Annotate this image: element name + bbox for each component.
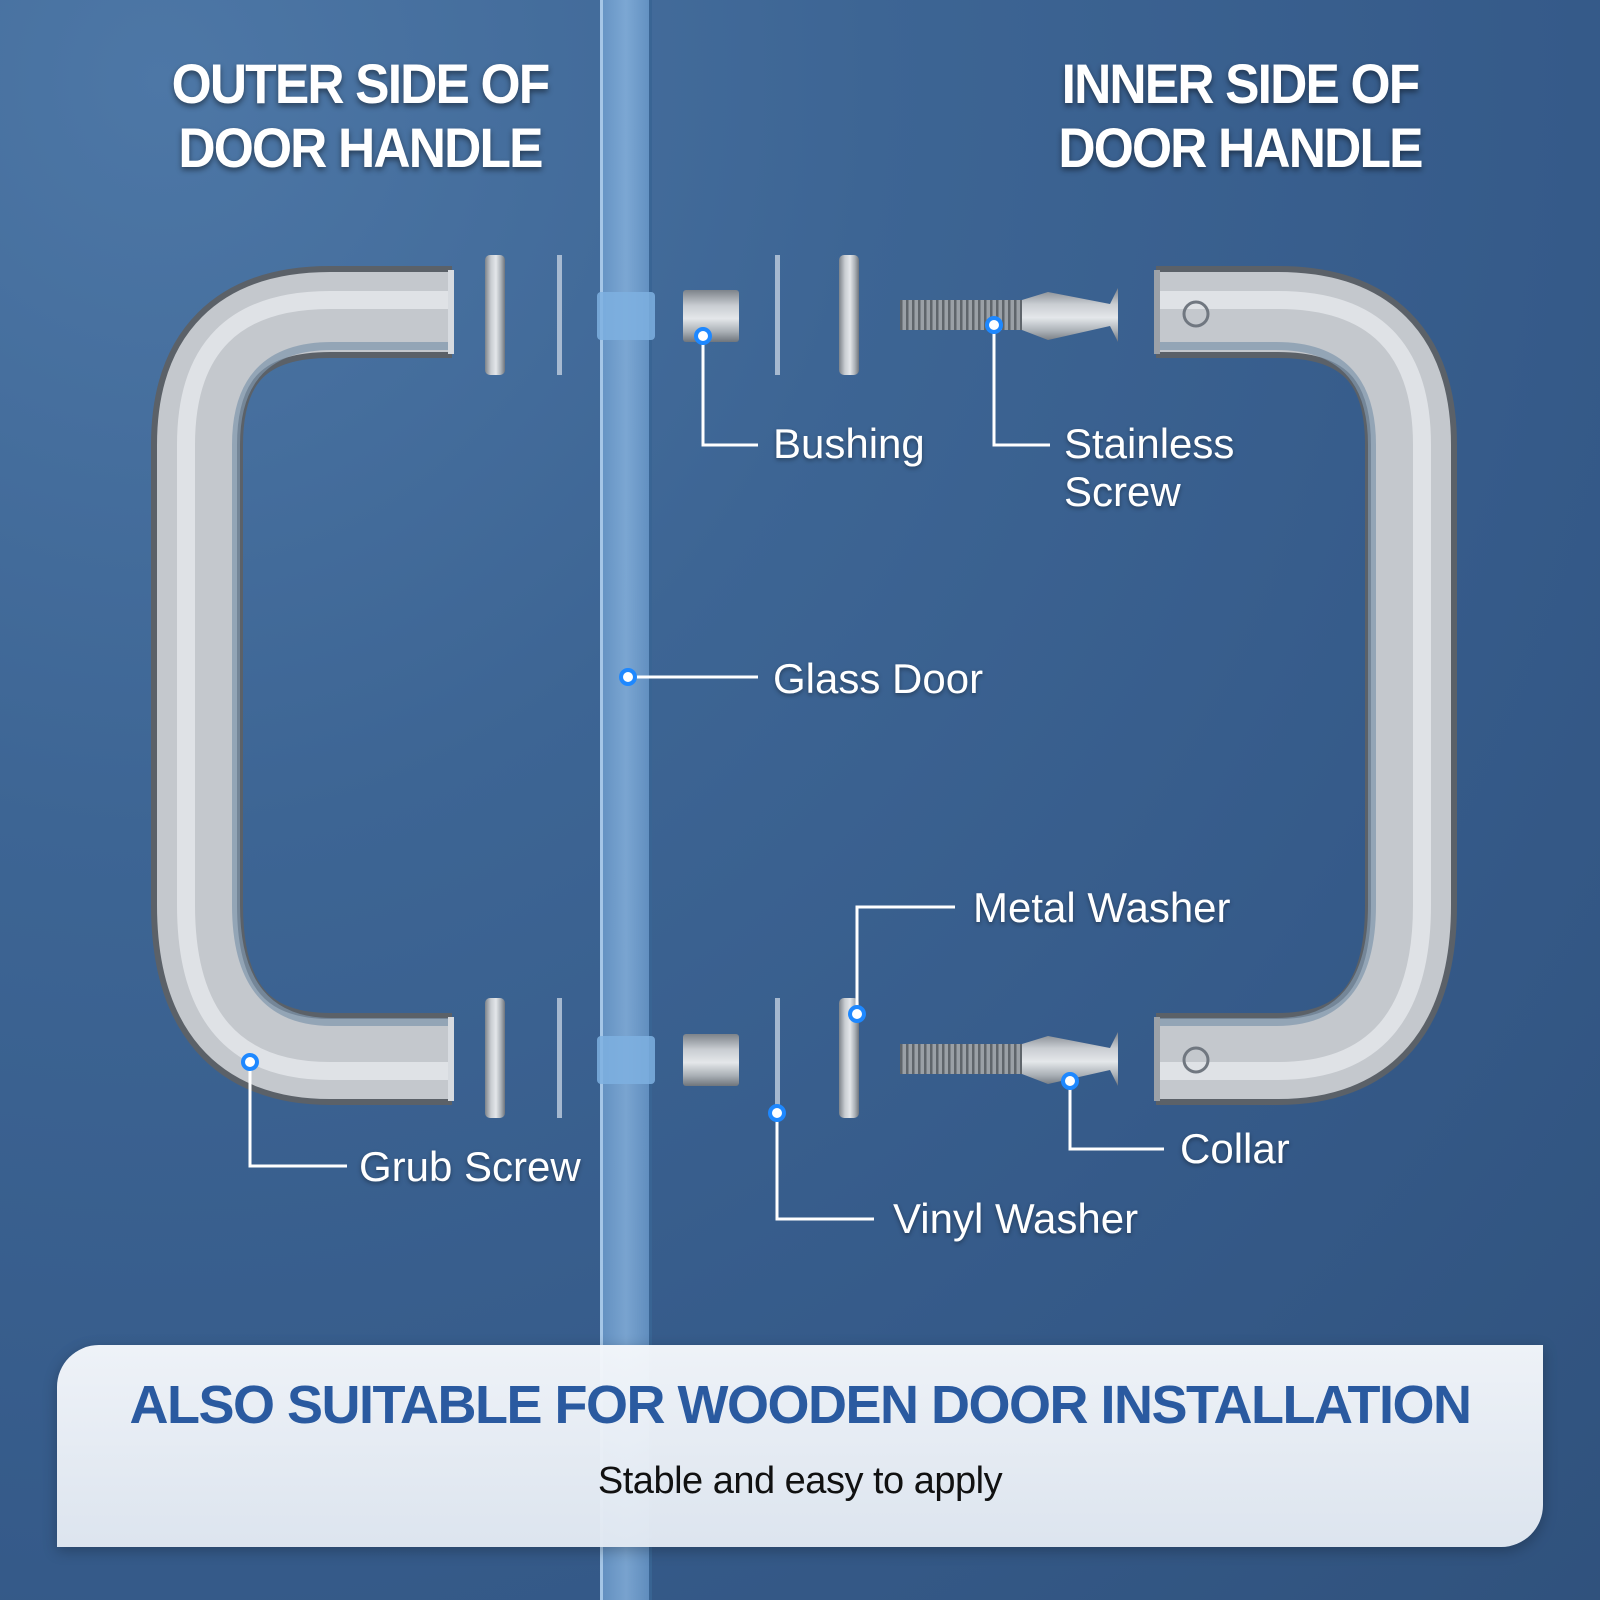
outer-bottom-parts: [485, 998, 562, 1118]
label-grub-screw: Grub Screw: [359, 1143, 581, 1191]
callout-dot-icon: [1061, 1072, 1079, 1090]
metal-washer-bottom: [839, 998, 859, 1118]
label-vinyl-washer-text: Vinyl Washer: [893, 1195, 1139, 1242]
callout-dot-icon: [241, 1053, 259, 1071]
metal-washer-top: [839, 255, 859, 375]
leader-metal-washer: [855, 905, 955, 1014]
leader-grub-screw: [248, 1062, 347, 1168]
label-metal-washer-text: Metal Washer: [973, 884, 1231, 931]
label-metal-washer: Metal Washer: [973, 884, 1231, 932]
inner-handle: [1154, 266, 1457, 1105]
screw-thread-top: [900, 300, 1030, 330]
callout-dots: [241, 316, 1079, 1122]
leader-collar: [1068, 1081, 1164, 1151]
inner-heading-line-2: DOOR HANDLE: [1058, 116, 1423, 179]
leader-vinyl-washer: [775, 1113, 874, 1221]
outer-side-heading: OUTER SIDE OF DOOR HANDLE: [167, 52, 553, 180]
callout-dot-icon: [619, 668, 637, 686]
vinyl-washer-top: [775, 255, 780, 375]
label-collar-text: Collar: [1180, 1125, 1290, 1172]
callout-dot-icon: [848, 1005, 866, 1023]
callout-dot-icon: [694, 327, 712, 345]
outer-heading-line-1: OUTER SIDE OF: [171, 52, 551, 115]
outer-handle: [151, 266, 454, 1105]
label-glass-door: Glass Door: [773, 655, 983, 703]
info-banner: ALSO SUITABLE FOR WOODEN DOOR INSTALLATI…: [57, 1345, 1543, 1547]
bushing-top: [683, 290, 739, 342]
outer-heading-line-2: DOOR HANDLE: [178, 116, 543, 179]
hex-socket-icon: [1182, 300, 1210, 328]
label-stainless-screw-line-2: Screw: [1064, 468, 1181, 515]
label-bushing: Bushing: [773, 420, 925, 468]
hex-socket-icon: [1182, 1046, 1210, 1074]
glass-door-panel: [597, 0, 655, 1600]
label-stainless-screw-line-1: Stainless: [1064, 420, 1235, 467]
banner-subtitle: Stable and easy to apply: [597, 1460, 1003, 1502]
vinyl-washer-bottom: [775, 998, 780, 1118]
bushing-bottom: [683, 1034, 739, 1086]
label-grub-screw-text: Grub Screw: [359, 1143, 581, 1190]
outer-top-parts: [485, 255, 562, 375]
inner-top-parts: [683, 255, 1118, 375]
label-vinyl-washer: Vinyl Washer: [893, 1195, 1138, 1243]
callout-dot-icon: [985, 316, 1003, 334]
callout-lines: [248, 325, 1164, 1221]
label-collar: Collar: [1180, 1125, 1290, 1173]
callout-dot-icon: [768, 1104, 786, 1122]
leader-bushing: [701, 336, 758, 447]
label-bushing-text: Bushing: [773, 420, 925, 467]
inner-side-heading: INNER SIDE OF DOOR HANDLE: [1038, 52, 1443, 180]
collar-bottom: [1022, 1032, 1118, 1086]
label-stainless-screw: Stainless Screw: [1064, 420, 1234, 516]
inner-heading-line-1: INNER SIDE OF: [1061, 52, 1421, 115]
collar-top: [1022, 288, 1118, 342]
label-glass-door-text: Glass Door: [773, 655, 984, 702]
banner-title: ALSO SUITABLE FOR WOODEN DOOR INSTALLATI…: [129, 1375, 1472, 1435]
screw-thread-bottom: [900, 1044, 1030, 1074]
inner-bottom-parts: [683, 998, 1118, 1118]
leader-stainless-screw: [992, 325, 1050, 447]
